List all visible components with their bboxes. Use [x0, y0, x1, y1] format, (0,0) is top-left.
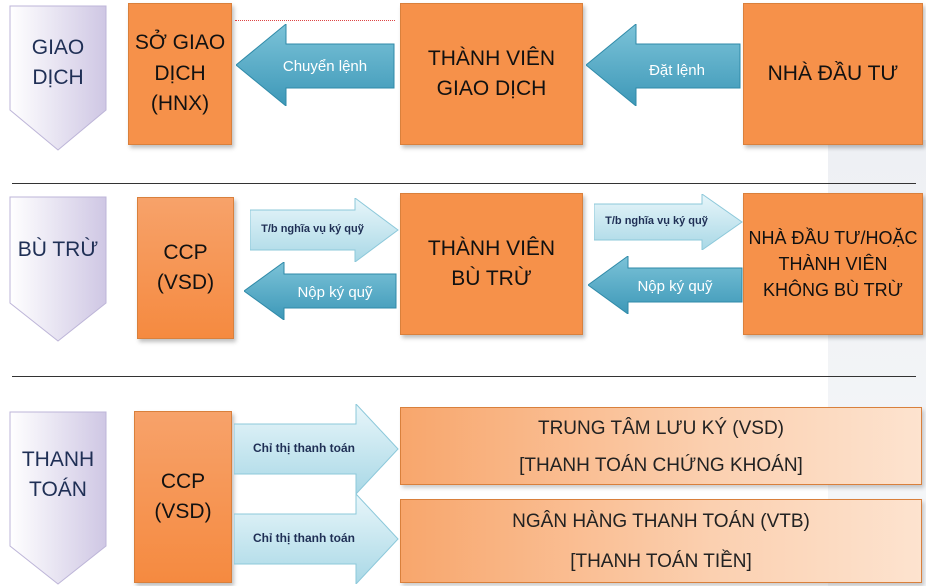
margin-notice-label-left: T/b nghĩa vụ ký quỹ — [261, 223, 364, 235]
route-order-arrow — [236, 24, 395, 106]
settlement-ccp-label: CCP (VSD) — [154, 469, 212, 523]
clearing-investor-box: NHÀ ĐẦU TƯ/HOẶC THÀNH VIÊN KHÔNG BÙ TRỪ — [743, 193, 923, 335]
depository-title: TRUNG TÂM LƯU KÝ (VSD) — [537, 417, 784, 439]
instruction-arrow-top — [234, 404, 399, 494]
instruction-label-bottom: Chỉ thị thanh toán — [253, 531, 355, 545]
margin-notice-arrow-left — [250, 198, 399, 262]
clearing-member-label: THÀNH VIÊN BÙ TRỪ — [427, 236, 556, 290]
row-label-chevron-settlement — [9, 411, 107, 585]
exchange-box: SỞ GIAO DỊCH (HNX) — [128, 3, 232, 145]
instruction-label-top: Chỉ thị thanh toán — [253, 441, 355, 455]
row-label-settlement: THANH TOÁN — [21, 447, 95, 501]
row-label-chevron-trading — [9, 5, 107, 151]
row-label-trading: GIAO DỊCH — [31, 35, 85, 89]
depository-box: TRUNG TÂM LƯU KÝ (VSD) [THANH TOÁN CHỨNG… — [400, 407, 922, 485]
depository-sub: [THANH TOÁN CHỨNG KHOÁN] — [519, 454, 803, 476]
clearing-ccp-label: CCP (VSD) — [156, 240, 215, 294]
place-order-arrow — [586, 24, 741, 106]
clearing-member-box: THÀNH VIÊN BÙ TRỪ — [400, 193, 583, 335]
trading-member-box: THÀNH VIÊN GIAO DỊCH — [400, 3, 583, 145]
row-label-chevron-clearing — [9, 196, 107, 342]
route-order-label: Chuyển lệnh — [282, 57, 368, 75]
margin-pay-arrow-left — [244, 262, 397, 320]
clearing-investor-label: NHÀ ĐẦU TƯ/HOẶC THÀNH VIÊN KHÔNG BÙ TRỪ — [748, 227, 918, 301]
margin-notice-arrow-right — [594, 194, 743, 250]
separator-1 — [12, 183, 916, 184]
investor-box: NHÀ ĐẦU TƯ — [743, 3, 923, 145]
clearing-ccp-box: CCP (VSD) — [137, 197, 234, 339]
instruction-arrow-bottom — [234, 494, 399, 584]
separator-2 — [12, 376, 916, 377]
exchange-label: SỞ GIAO DỊCH (HNX) — [134, 31, 226, 116]
place-order-label: Đặt lệnh — [649, 61, 705, 79]
bank-title: NGÂN HÀNG THANH TOÁN (VTB) — [512, 511, 810, 532]
investor-label: NHÀ ĐẦU TƯ — [767, 61, 899, 85]
margin-pay-arrow-right — [588, 256, 743, 314]
row-label-clearing: BÙ TRỪ — [17, 237, 99, 261]
margin-pay-label-right: Nộp ký quỹ — [637, 277, 713, 295]
squiggle-decoration — [235, 20, 395, 23]
bank-box: NGÂN HÀNG THANH TOÁN (VTB) [THANH TOÁN T… — [400, 499, 922, 583]
margin-pay-label-left: Nộp ký quỹ — [297, 283, 373, 301]
margin-notice-label-right: T/b nghĩa vụ ký quỹ — [605, 215, 708, 227]
trading-member-label: THÀNH VIÊN GIAO DỊCH — [427, 46, 556, 100]
bank-sub: [THANH TOÁN TIỀN] — [570, 551, 752, 572]
settlement-ccp-box: CCP (VSD) — [134, 411, 232, 583]
